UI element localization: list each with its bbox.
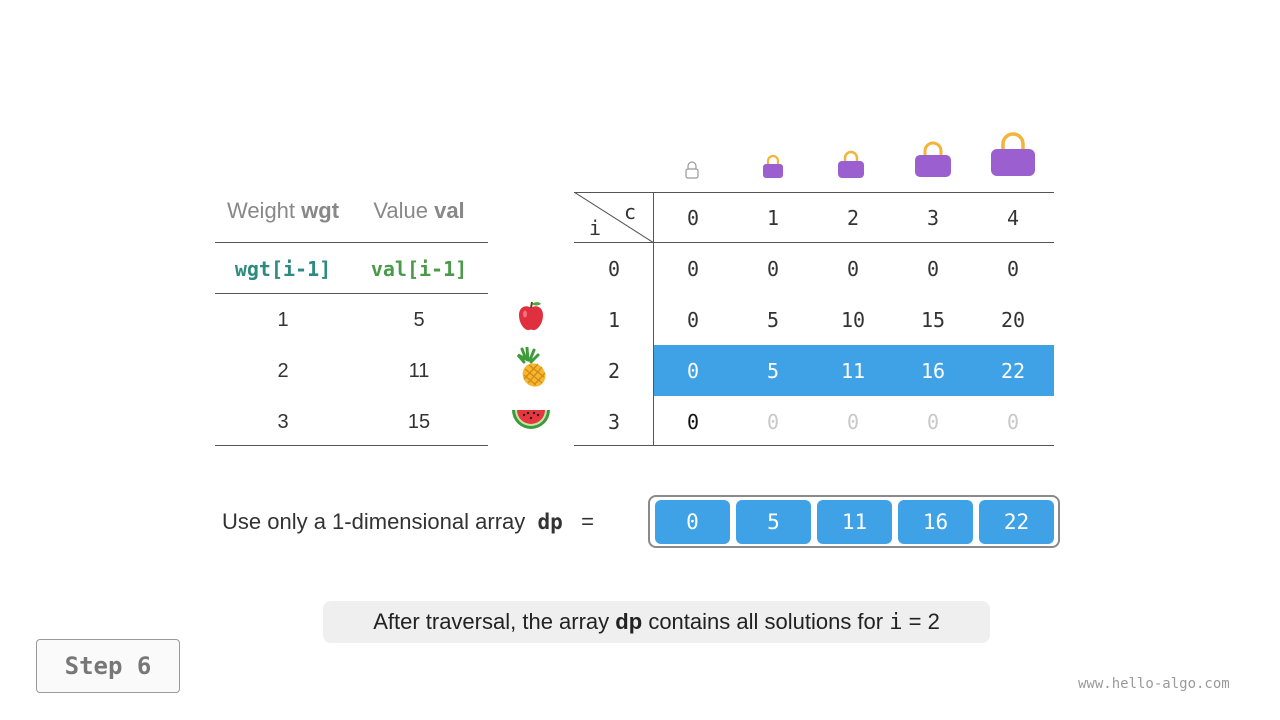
dp-cell: 16 (920, 359, 946, 383)
val-cell: 15 (407, 410, 431, 433)
dp-cell: 0 (926, 410, 940, 434)
highlight-row (654, 345, 1054, 396)
corner-col-label: c (624, 200, 637, 224)
dp-cell: 11 (840, 359, 866, 383)
step-label: Step 6 (36, 639, 180, 693)
dp-cell: 20 (1000, 308, 1026, 332)
bag-icon (915, 141, 951, 177)
dp-cell: 15 (920, 308, 946, 332)
row-label: 1 (607, 308, 621, 332)
dp-cell: 10 (840, 308, 866, 332)
col-header: 3 (926, 206, 940, 230)
dp-table-header-rule (574, 242, 1054, 243)
dp-cell: 0 (1006, 410, 1020, 434)
array-cell: 11 (817, 500, 892, 544)
array-label: Use only a 1-dimensional array dp = (222, 509, 594, 534)
array-cell: 0 (655, 500, 730, 544)
row-label: 2 (607, 359, 621, 383)
val-expression: val[i-1] (370, 257, 468, 281)
val-cell: 11 (408, 359, 430, 382)
wgt-cell: 1 (277, 308, 289, 331)
dp-cell: 22 (1000, 359, 1026, 383)
dp-cell: 0 (686, 410, 700, 434)
wgt-expression: wgt[i-1] (234, 257, 332, 281)
weight-column-header: Weight wgt (226, 198, 340, 223)
dp-cell: 0 (846, 410, 860, 434)
bag-icon (685, 161, 699, 179)
dp-cell: 0 (686, 359, 700, 383)
dp-cell: 0 (766, 257, 780, 281)
left-table-sub-rule (215, 293, 488, 294)
col-header: 2 (846, 206, 860, 230)
corner-diagonal (574, 192, 654, 243)
wgt-cell: 2 (277, 359, 289, 382)
row-label: 3 (607, 410, 621, 434)
dp-table-bottom-rule (574, 445, 1054, 446)
array-cell: 22 (979, 500, 1054, 544)
dp-cell: 0 (1006, 257, 1020, 281)
watermelon-icon (512, 410, 550, 429)
dp-cell: 0 (686, 257, 700, 281)
bag-icon (991, 132, 1035, 176)
bag-icon (838, 150, 864, 178)
array-cell: 5 (736, 500, 811, 544)
caption: After traversal, the array dp contains a… (323, 601, 990, 643)
val-cell: 5 (413, 308, 425, 331)
col-header: 4 (1006, 206, 1020, 230)
pineapple-icon (516, 347, 546, 387)
row-label: 0 (607, 257, 621, 281)
footer-url: www.hello-algo.com (1078, 676, 1230, 692)
apple-icon (519, 301, 543, 331)
dp-cell: 5 (766, 359, 780, 383)
dp-cell: 0 (766, 410, 780, 434)
col-header: 0 (686, 206, 700, 230)
bag-icon (763, 154, 783, 178)
corner-row-label: i (589, 216, 602, 240)
value-column-header: Value val (373, 198, 465, 223)
dp-cell: 0 (686, 308, 700, 332)
dp-cell: 0 (846, 257, 860, 281)
dp-cell: 5 (766, 308, 780, 332)
wgt-cell: 3 (277, 410, 289, 433)
left-table-bottom-rule (215, 445, 488, 446)
dp-table-divider (653, 192, 654, 446)
left-table-header-rule (215, 242, 488, 243)
dp-cell: 0 (926, 257, 940, 281)
array-cell: 16 (898, 500, 973, 544)
col-header: 1 (766, 206, 780, 230)
dp-table-top-rule (574, 192, 1054, 193)
